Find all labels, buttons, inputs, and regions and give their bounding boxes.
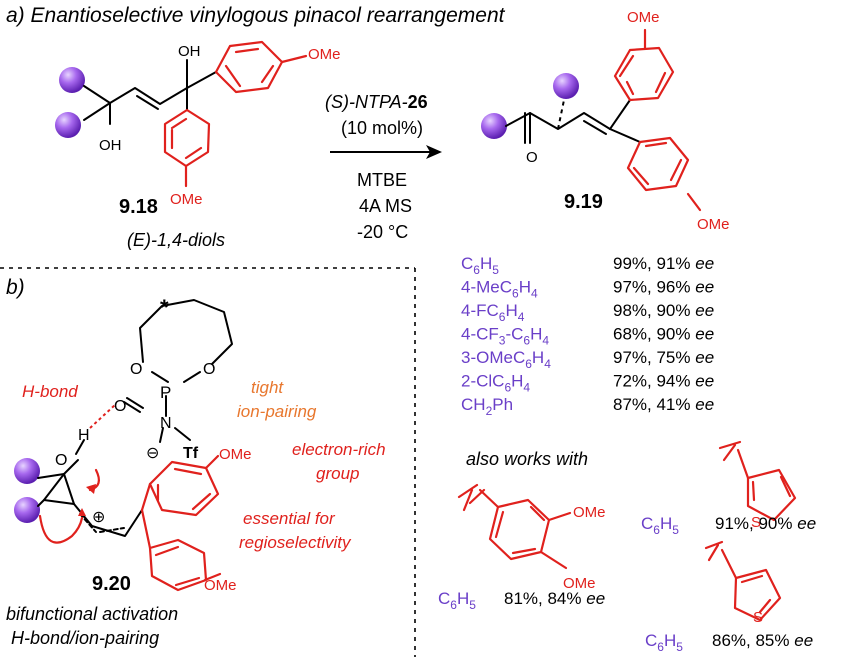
substrate-name: 4-MeC6H4 (461, 278, 538, 301)
temperature-label: -20 °C (357, 222, 408, 242)
h-bond-annotation: H-bond (22, 382, 78, 401)
ome-label: OMe (308, 46, 341, 63)
electron-rich-annotation: group (316, 464, 359, 483)
yield-ee-value: 98%, 90% ee (613, 301, 714, 320)
substituent-sphere (59, 67, 85, 93)
reactant-structure (55, 40, 308, 188)
hydroxyl-oxygen: O (55, 452, 67, 469)
phosphorus-atom: P (160, 383, 171, 402)
additive-label: 4A MS (359, 196, 412, 216)
transition-state-structure (14, 299, 233, 592)
catalyst-label: (S)-NTPA-26 (325, 92, 428, 112)
ome-label: OMe (627, 9, 660, 26)
hydrogen-atom: H (78, 427, 90, 444)
oh-label-bottom: OH (99, 137, 122, 154)
negative-charge: ⊖ (146, 445, 159, 462)
yield-ee-value: 72%, 94% ee (613, 372, 714, 391)
nitrogen-atom: N (160, 415, 172, 432)
r-group-label: C6H5 (438, 589, 476, 612)
ion-pairing-annotation: tight (251, 378, 284, 397)
substituent-sphere (553, 73, 579, 99)
yield-ee-result: 91%, 90% ee (715, 514, 816, 533)
ion-pairing-annotation: ion-pairing (237, 402, 317, 421)
sulfur-atom: S (751, 514, 761, 531)
yield-ee-value: 97%, 96% ee (613, 278, 714, 297)
reaction-arrow (330, 145, 442, 159)
substrate-name: 4-CF3-C6H4 (461, 325, 549, 348)
also-works-heading: also works with (466, 449, 588, 469)
regioselectivity-annotation: essential for (243, 509, 336, 528)
ome-label: OMe (697, 216, 730, 233)
substrate-name: 3-OMeC6H4 (461, 348, 551, 371)
substrate-name: 2-ClC6H4 (461, 372, 530, 395)
caption-line: H-bond/ion-pairing (11, 628, 159, 648)
substrate-name: C6H5 (461, 254, 499, 277)
phosphoryl-oxygen: O (114, 398, 126, 415)
regioselectivity-annotation: regioselectivity (239, 533, 352, 552)
ome-label: OMe (170, 191, 203, 208)
r-group-label: C6H5 (641, 514, 679, 537)
yield-ee-result: 81%, 84% ee (504, 589, 605, 608)
product-label: 9.19 (564, 191, 603, 213)
yield-ee-value: 97%, 75% ee (613, 348, 714, 367)
substituent-sphere (481, 113, 507, 139)
caption-line: bifunctional activation (6, 604, 178, 624)
ome-label: OMe (573, 504, 606, 521)
ome-label: OMe (219, 446, 252, 463)
substituent-sphere (14, 458, 40, 484)
triflyl-group: Tf (183, 445, 199, 462)
ring-oxygen: O (130, 361, 142, 378)
solvent-label: MTBE (357, 170, 407, 190)
product-structure (481, 28, 702, 212)
sulfur-atom: S (753, 609, 763, 626)
panel-a-title: a) Enantioselective vinylogous pinacol r… (6, 4, 506, 27)
substituent-sphere (14, 497, 40, 523)
yield-ee-result: 86%, 85% ee (712, 631, 813, 650)
substrate-name: 4-FC6H4 (461, 301, 525, 324)
panel-b-title: b) (6, 276, 25, 299)
ome-label: OMe (204, 577, 237, 594)
thiophen-2-yl-substituent (718, 440, 797, 522)
substrate-scope-table: C6H5 99%, 91% ee 4-MeC6H4 97%, 96% ee 4-FC6H… (461, 254, 714, 418)
r-group-label: C6H5 (645, 631, 683, 654)
chiral-star: * (160, 295, 169, 320)
substituent-sphere (55, 112, 81, 138)
ring-oxygen: O (203, 361, 215, 378)
yield-ee-value: 87%, 41% ee (613, 395, 714, 414)
intermediate-label: 9.20 (92, 573, 131, 595)
catalyst-loading: (10 mol%) (341, 118, 423, 138)
positive-charge: ⊕ (92, 509, 105, 526)
carbonyl-oxygen: O (526, 149, 538, 166)
yield-ee-value: 99%, 91% ee (613, 254, 714, 273)
reactant-class: (E)-1,4-diols (127, 230, 225, 250)
oh-label-top: OH (178, 43, 201, 60)
thiophen-3-yl-substituent (704, 540, 782, 622)
ome-label: OMe (563, 575, 596, 592)
dimethoxyphenyl-substituent (457, 483, 572, 570)
yield-ee-value: 68%, 90% ee (613, 325, 714, 344)
reactant-label: 9.18 (119, 196, 158, 218)
electron-rich-annotation: electron-rich (292, 440, 386, 459)
substrate-name: CH2Ph (461, 395, 513, 418)
